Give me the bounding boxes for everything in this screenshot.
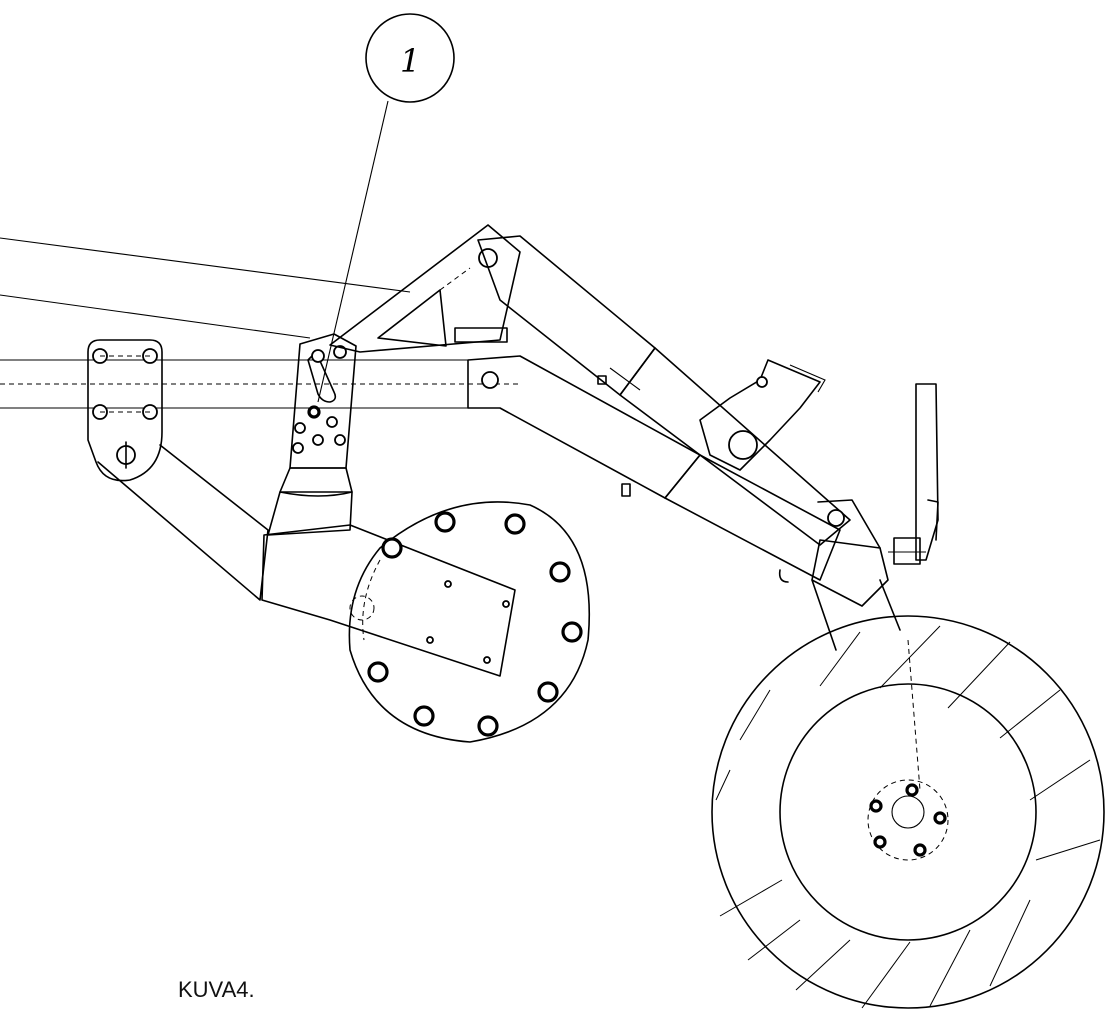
tyre-section-hatching	[715, 625, 1101, 1009]
rear-scraper	[817, 383, 939, 565]
left-mounting-plate	[87, 339, 163, 482]
lower-cylinder	[467, 355, 889, 607]
callout-leader-line	[317, 100, 389, 403]
wheel-support-arm	[811, 579, 901, 651]
lower-swing-arm	[97, 444, 516, 677]
mid-clevis-bracket	[699, 359, 826, 471]
callout-circle	[365, 13, 455, 103]
main-frame-beam	[0, 237, 520, 409]
upper-cylinder	[477, 235, 851, 546]
adjustment-bracket	[267, 333, 357, 536]
cutting-disc	[348, 501, 591, 743]
triangle-bracket	[329, 224, 521, 353]
callout-label: 1	[400, 42, 420, 80]
part-callout-1: 1	[317, 13, 455, 403]
figure-caption: KUVA4.	[178, 977, 255, 1002]
gauge-wheel	[711, 615, 1105, 1009]
